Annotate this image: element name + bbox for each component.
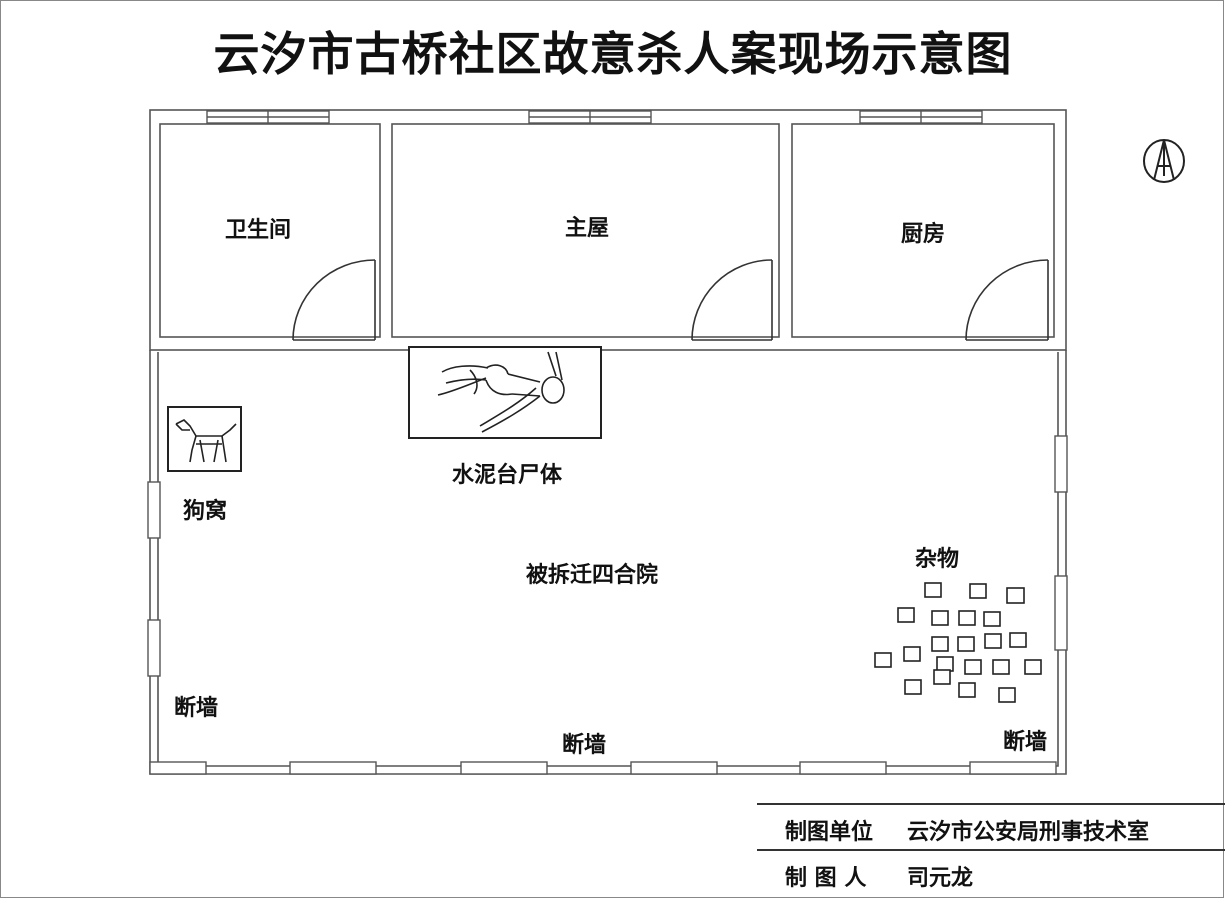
legend-author-key: 制 图 人 [785,865,867,891]
bathroom-room [159,123,381,338]
kitchen-room [791,123,1055,338]
north-arrow-icon [1143,139,1185,183]
yard-wall-inner [157,352,1059,767]
legend-author-value: 司元龙 [907,865,974,891]
legend-row-author: 制 图 人 司元龙 [757,849,1225,899]
broken-wall-bottom-label: 断墙 [561,732,607,758]
body-silhouette-icon [437,351,565,433]
body-label: 水泥台尸体 [451,462,563,488]
main-room-label: 主屋 [564,215,610,241]
doors [292,259,1049,341]
yard-label: 被拆迁四合院 [525,562,659,588]
yard-wall [149,350,1067,775]
dog-icon [175,419,237,463]
bathroom-label: 卫生间 [224,217,292,243]
cement-platform [408,346,602,439]
broken-wall-left-label: 断墙 [173,695,219,721]
legend-unit-key: 制图单位 [785,819,874,845]
main-room [391,123,780,338]
top-windows [206,110,983,124]
building-outline [149,109,1067,351]
debris-boxes [874,582,1042,703]
kennel-label: 狗窝 [182,498,228,524]
debris-label: 杂物 [914,546,960,572]
legend-unit-value: 云汐市公安局刑事技术室 [907,819,1150,845]
legend-row-unit: 制图单位 云汐市公安局刑事技术室 [757,803,1225,853]
legend-table: 制图单位 云汐市公安局刑事技术室 制 图 人 司元龙 [757,803,1225,899]
broken-wall-right-label: 断墙 [1002,729,1048,755]
kitchen-label: 厨房 [900,221,946,247]
broken-wall-gaps [147,435,1068,775]
page-title: 云汐市古桥社区故意杀人案现场示意图 [213,27,1013,81]
